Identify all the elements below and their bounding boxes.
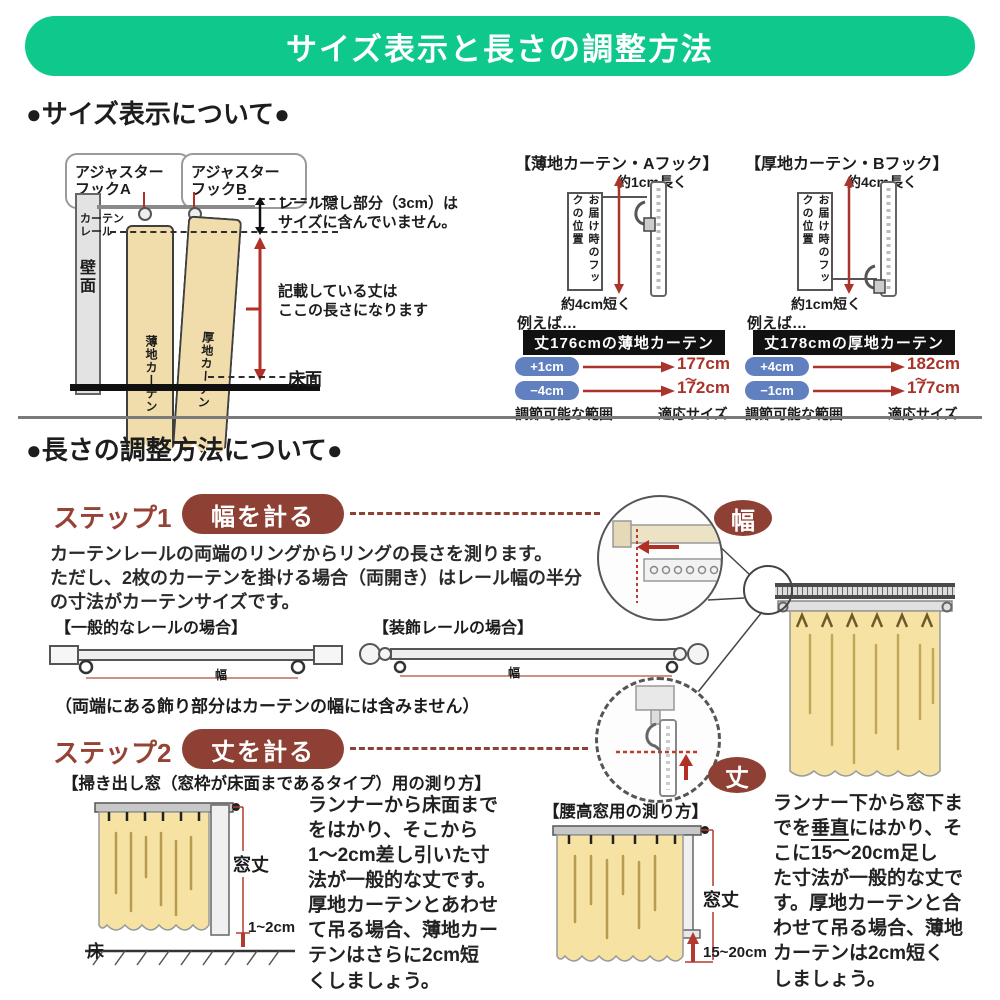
hook-b-box-label: お届け時のフックの位置 xyxy=(801,194,829,285)
floor-dashed-line xyxy=(208,376,316,378)
waist-window-title: 【腰高窓用の測り方】 xyxy=(543,803,708,821)
hook-b-shorter: 約1cm短く xyxy=(791,296,862,312)
vertical-word-underline xyxy=(811,838,849,841)
rail-label: カーテン レール xyxy=(80,213,124,239)
curtain-rail-shape xyxy=(97,205,255,209)
hook-b-minus-pill: −1cm xyxy=(745,381,809,400)
hook-a-minus-arrow-icon xyxy=(583,385,675,397)
hook-b-fit-label: 適応サイズ xyxy=(888,406,958,422)
step2-dashed-connector xyxy=(350,747,588,750)
hook-a-plus-arrow-icon xyxy=(583,361,675,373)
section-divider xyxy=(18,416,982,419)
hook-b-illustration xyxy=(864,181,897,297)
hook-b-plus-arrow-icon xyxy=(813,361,905,373)
hook-a-minus-pill: −4cm xyxy=(515,381,579,400)
hook-b-title: 【厚地カーテン・Bフック】 xyxy=(745,156,949,173)
page-title: サイズ表示と長さの調整方法 xyxy=(285,31,715,67)
wall-diagram: アジャスター フックA アジャスター フックB 壁面 カーテン レール 薄地カー… xyxy=(40,143,510,405)
hook-b-bubble: アジャスター フックB xyxy=(181,153,307,209)
hook-b-position-box: お届け時のフックの位置 xyxy=(797,192,833,291)
runner-pin-left xyxy=(143,192,145,207)
wall-label: 壁面 xyxy=(77,259,94,295)
hook-b-range-label: 調節可能な範囲 xyxy=(745,406,843,422)
normal-rail-illustration xyxy=(49,645,343,679)
width-magnifier-circle xyxy=(597,495,723,621)
thick-curtain-label: 厚地カーテン xyxy=(195,330,216,410)
step1-body: カーテンレールの両端のリングからリングの長さを測ります。 ただし、2枚のカーテン… xyxy=(50,544,583,612)
hook-b-plus-pill: +4cm xyxy=(745,357,809,376)
sweep-window-illustration xyxy=(85,802,295,966)
normal-rail-width-mark: 幅 xyxy=(215,668,228,682)
floor-label: 床面 xyxy=(288,370,322,389)
deco-rail-title: 【装飾レールの場合】 xyxy=(373,620,534,637)
wall-shape xyxy=(75,193,101,395)
thin-curtain-shape: 薄地カーテン xyxy=(126,225,174,453)
hook-a-topline xyxy=(601,196,647,198)
hook-b-minus-arrow-icon xyxy=(813,385,905,397)
width-badge: 幅 xyxy=(714,500,772,536)
hook-a-title: 【薄地カーテン・Aフック】 xyxy=(515,156,719,173)
hook-a-box-label: お届け時のフックの位置 xyxy=(571,194,599,285)
hook-a-position-box: お届け時のフックの位置 xyxy=(567,192,603,291)
waist-offset-label: 15~20cm xyxy=(703,944,767,961)
sweep-window-height-label: 窓丈 xyxy=(231,851,271,877)
length-badge: 丈 xyxy=(708,757,766,793)
big-curtain-illustration xyxy=(775,583,955,777)
hook-b-plus-result: 182cm xyxy=(907,354,960,373)
waist-window-illustration xyxy=(552,825,714,963)
hook-a-plus-pill: +1cm xyxy=(515,357,579,376)
sweep-window-figure: 窓丈 1~2cm 床 xyxy=(85,793,320,993)
thin-curtain-label: 薄地カーテン xyxy=(144,335,158,413)
hook-b-example-intro: 例えば… xyxy=(747,315,808,332)
sweep-window-title: 【掃き出し窓（窓枠が床面まであるタイプ）用の測り方】 xyxy=(62,775,491,793)
hook-a-illustration xyxy=(634,181,667,297)
hook-a-range-arrow-icon xyxy=(614,176,624,294)
hook-top-dashed-line xyxy=(238,198,338,200)
hook-b-panel: 【厚地カーテン・Bフック】 約4cm長く お届け時のフックの位置 約1cm短く … xyxy=(745,150,971,422)
hook-a-shorter: 約4cm短く xyxy=(561,296,632,312)
rail-note: レール隠し部分（3cm）は サイズに含んでいません。 xyxy=(278,195,459,231)
runner-left-icon xyxy=(138,207,152,221)
step1-badge: 幅を計る xyxy=(182,494,344,534)
waist-body-text: ランナー下から窓下ま でを垂直にはかり、そ こに15～20cm足し た寸法が一般… xyxy=(773,793,964,990)
hook-a-tilde: ～ xyxy=(685,373,698,387)
normal-rail-title: 【一般的なレールの場合】 xyxy=(55,620,248,637)
adjust-section-heading: ●長さの調整方法について● xyxy=(26,435,343,465)
hook-a-plus-result: 177cm xyxy=(677,354,730,373)
hook-a-panel: 【薄地カーテン・Aフック】 約1cm長く お届け時のフックの位置 約4cm短く … xyxy=(515,150,741,422)
size-section-heading: ●サイズ表示について● xyxy=(26,99,290,129)
hook-b-bottomline xyxy=(831,278,877,280)
page-title-banner: サイズ表示と長さの調整方法 xyxy=(25,16,975,76)
waist-window-figure: 【腰高窓用の測り方】 窓丈 15~20cm xyxy=(533,798,778,978)
length-detail-illustration xyxy=(616,685,700,797)
length-note: 記載している丈は ここの長さになります xyxy=(278,283,429,319)
runner-pin-right xyxy=(193,192,195,207)
waist-window-height-label: 窓丈 xyxy=(701,886,741,912)
hook-b-range-arrow-icon xyxy=(844,176,854,294)
hook-bottom-dashed-line xyxy=(110,231,338,233)
length-arrow-icon xyxy=(246,237,266,381)
width-detail-illustration xyxy=(612,520,721,603)
hook-b-tilde: ～ xyxy=(915,373,928,387)
step1-dashed-connector xyxy=(350,512,600,515)
sweep-offset-label: 1~2cm xyxy=(248,919,296,936)
floor-shape xyxy=(70,384,320,391)
length-magnifier-circle xyxy=(595,677,721,803)
hook-b-minus-result: 177cm xyxy=(907,378,960,397)
hook-a-example-intro: 例えば… xyxy=(517,315,578,332)
rail-gap-arrow-icon xyxy=(255,197,265,235)
step2-badge: 丈を計る xyxy=(182,729,344,769)
hook-a-minus-result: 172cm xyxy=(677,378,730,397)
step2-label: ステップ2 xyxy=(53,738,172,768)
hook-a-example-title: 丈176cmの薄地カーテン xyxy=(523,330,725,355)
hook-b-example-title: 丈178cmの厚地カーテン xyxy=(753,330,955,355)
deco-rail-width-mark: 幅 xyxy=(508,666,521,680)
hook-a-fit-label: 適応サイズ xyxy=(658,406,728,422)
sweep-body-text: ランナーから床面まで をはかり、そこから 1～2cm差し引いた寸 法が一般的な丈… xyxy=(308,795,499,992)
rail-note-bottom: （両端にある飾り部分はカーテンの幅には含みません） xyxy=(55,697,480,716)
hook-a-range-label: 調節可能な範囲 xyxy=(515,406,613,422)
sweep-floor-label: 床 xyxy=(87,942,104,961)
step1-label: ステップ1 xyxy=(53,503,172,533)
